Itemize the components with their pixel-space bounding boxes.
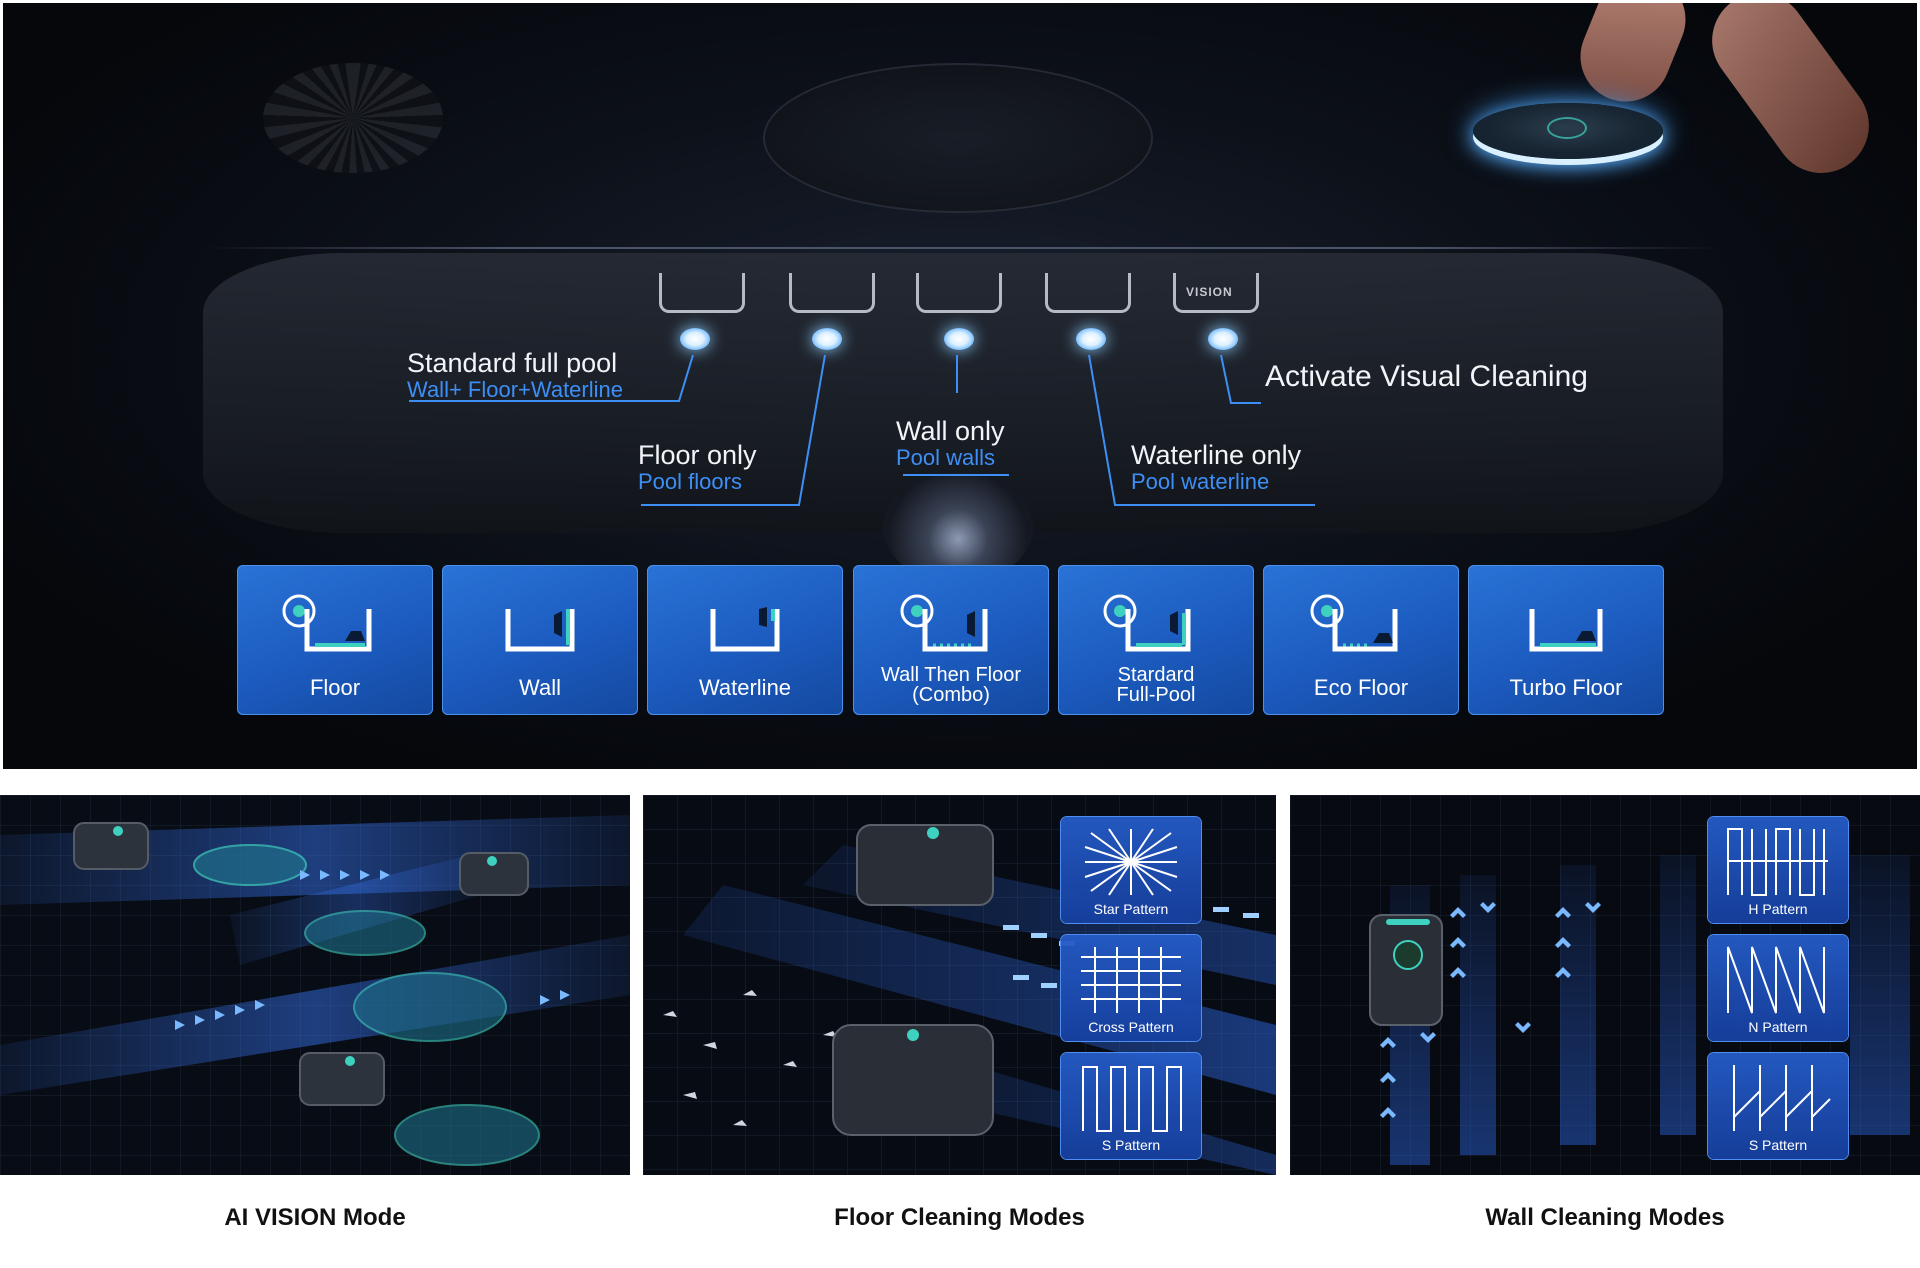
camera-lens-image [883, 473, 1033, 583]
tile-label: Wall [519, 675, 561, 700]
mode-tile-combo[interactable]: Wall Then Floor (Combo) [853, 565, 1049, 715]
tile-label: Stardard Full-Pool [1116, 664, 1196, 706]
wall-mode-icon [505, 609, 575, 652]
floor-cleaning-card: Star Pattern Cross Pattern S Pattern [643, 795, 1276, 1175]
s-pattern-card: S Pattern [1061, 1053, 1201, 1159]
tile-label: Waterline [698, 675, 792, 700]
eco-floor-mode-icon [1310, 594, 1398, 652]
full-pool-mode-icon [1103, 594, 1191, 652]
tile-label: Wall Then Floor (Combo) [880, 664, 1022, 706]
wall-mode-indicator-icon [916, 273, 1002, 313]
h-pattern-icon [1727, 828, 1828, 896]
callout-standard-subtitle: Wall+ Floor+Waterline [407, 377, 623, 402]
callout-vision-title: Activate Visual Cleaning [1265, 360, 1588, 393]
callout-floor-subtitle: Pool floors [638, 469, 742, 494]
pattern-label: Cross Pattern [1088, 1019, 1174, 1035]
led-floor [812, 328, 842, 350]
ai-vision-scene-image [0, 795, 630, 1175]
floor-mode-indicator-icon [789, 273, 875, 313]
robot-brush-gear-image [263, 63, 443, 173]
vision-mode-indicator-icon: VISION [1173, 273, 1259, 313]
wall-cleaning-caption: Wall Cleaning Modes [1485, 1204, 1725, 1231]
tile-label: Turbo Floor [1509, 675, 1623, 700]
n-pattern-card: N Pattern [1708, 935, 1848, 1041]
mode-tile-floor[interactable]: Floor [237, 565, 433, 715]
turbo-floor-mode-icon [1529, 609, 1603, 652]
waterline-mode-indicator-icon [1045, 273, 1131, 313]
control-panel-hero: VISION Standard full pool Wall+ Floor+Wa… [3, 3, 1917, 769]
mode-tile-eco-floor[interactable]: Eco Floor [1263, 565, 1459, 715]
s-pattern-card: S Pattern [1708, 1053, 1848, 1159]
ai-vision-card [0, 795, 630, 1175]
panel-divider [203, 247, 1723, 249]
led-standard [680, 328, 710, 350]
mode-tile-full-pool[interactable]: Stardard Full-Pool [1058, 565, 1254, 715]
power-button[interactable] [1473, 103, 1663, 159]
standard-mode-indicator-icon [659, 273, 745, 313]
mode-tile-waterline[interactable]: Waterline [647, 565, 843, 715]
robot-top-rotor-image [763, 63, 1153, 213]
callout-waterline-subtitle: Pool waterline [1131, 469, 1270, 494]
tile-label: Eco Floor [1313, 675, 1409, 700]
star-pattern-card: Star Pattern [1061, 817, 1201, 923]
callout-lines [409, 354, 1315, 506]
pattern-label: Star Pattern [1093, 901, 1169, 917]
tile-label: Floor [309, 675, 361, 700]
pattern-label: H Pattern [1748, 901, 1808, 917]
floor-mode-icon [282, 594, 372, 652]
led-waterline [1076, 328, 1106, 350]
power-icon [1547, 117, 1587, 139]
floor-cleaning-caption: Floor Cleaning Modes [834, 1204, 1085, 1231]
h-pattern-card: H Pattern [1708, 817, 1848, 923]
cross-pattern-card: Cross Pattern [1061, 935, 1201, 1041]
callout-floor-title: Floor only [638, 440, 757, 470]
waterline-mode-icon [710, 607, 780, 652]
wall-cleaning-card: H Pattern N Pattern S Pattern [1290, 795, 1920, 1175]
wall-s-pattern-icon [1733, 1065, 1831, 1131]
star-pattern-icon [1084, 828, 1178, 896]
callout-wall-subtitle: Pool walls [896, 445, 996, 470]
pattern-label: S Pattern [1748, 1137, 1808, 1153]
s-pattern-icon [1082, 1066, 1182, 1132]
led-vision [1208, 328, 1238, 350]
callout-waterline-title: Waterline only [1131, 440, 1302, 470]
callout-wall-title: Wall only [896, 416, 1005, 446]
cross-pattern-icon [1081, 947, 1181, 1013]
mode-tile-turbo-floor[interactable]: Turbo Floor [1468, 565, 1664, 715]
led-wall [944, 328, 974, 350]
pattern-label: S Pattern [1101, 1137, 1161, 1153]
ai-vision-caption: AI VISION Mode [224, 1204, 406, 1231]
callout-standard-title: Standard full pool [407, 348, 618, 378]
n-pattern-icon [1727, 946, 1825, 1014]
combo-mode-icon [900, 594, 988, 652]
mode-tile-wall[interactable]: Wall [442, 565, 638, 715]
pattern-label: N Pattern [1748, 1019, 1808, 1035]
